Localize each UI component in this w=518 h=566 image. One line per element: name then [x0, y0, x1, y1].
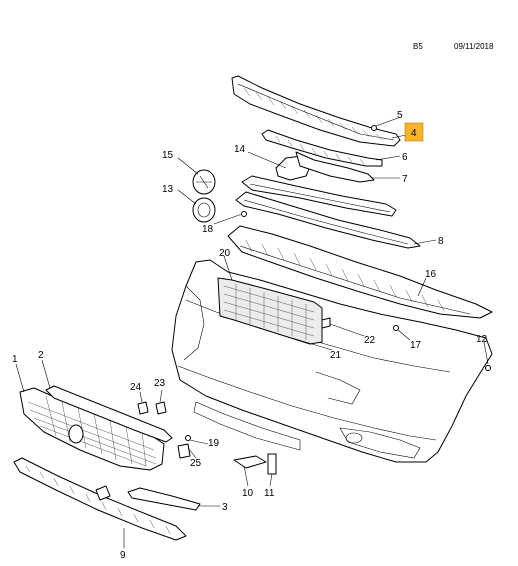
callout-labels: 5 4 6 7 8 16 14 15 13 18 20 22 21 17 12 … [12, 110, 488, 561]
callout-15: 15 [162, 150, 174, 161]
part-2-surround [45, 385, 173, 443]
fasteners [137, 125, 491, 475]
diagram-date: 09/11/2018 [454, 42, 494, 51]
callout-22: 22 [364, 335, 376, 346]
callout-6: 6 [402, 152, 408, 163]
part-4-upper-bar [231, 75, 401, 147]
part-20-lower-grille [217, 277, 323, 345]
part-3-strip [127, 487, 201, 511]
callout-16: 16 [425, 269, 437, 280]
callout-1: 1 [12, 354, 18, 365]
part-6-trim-strip [261, 129, 383, 167]
part-15-emblem [192, 169, 216, 195]
callout-20: 20 [219, 248, 231, 259]
callout-19: 19 [208, 438, 220, 449]
callout-11: 11 [264, 488, 275, 499]
callout-2: 2 [38, 350, 44, 361]
callout-18: 18 [202, 224, 214, 235]
callout-14: 14 [234, 144, 246, 155]
callout-17: 17 [410, 340, 422, 351]
diagram-code: B5 [413, 42, 423, 51]
callout-25: 25 [190, 458, 202, 469]
highlight-box [404, 122, 424, 142]
callout-7: 7 [402, 174, 408, 185]
callout-8: 8 [438, 236, 444, 247]
callout-23: 23 [154, 378, 166, 389]
callout-9: 9 [120, 550, 126, 561]
part-14-emblem-bracket [275, 151, 375, 183]
callout-13: 13 [162, 184, 174, 195]
leader-lines [15, 117, 489, 548]
callout-21: 21 [330, 350, 342, 361]
callout-4: 4 [411, 128, 417, 139]
part-8-bar [235, 191, 421, 249]
part-16-absorber [227, 225, 493, 319]
callout-3: 3 [222, 502, 228, 513]
part-13-emblem [192, 197, 216, 223]
callout-24: 24 [130, 382, 142, 393]
callout-10: 10 [242, 488, 254, 499]
part-7-reinforcement [241, 175, 397, 217]
callout-5: 5 [397, 110, 403, 121]
callout-12: 12 [476, 334, 488, 345]
part-9-lower-trim [13, 457, 187, 541]
